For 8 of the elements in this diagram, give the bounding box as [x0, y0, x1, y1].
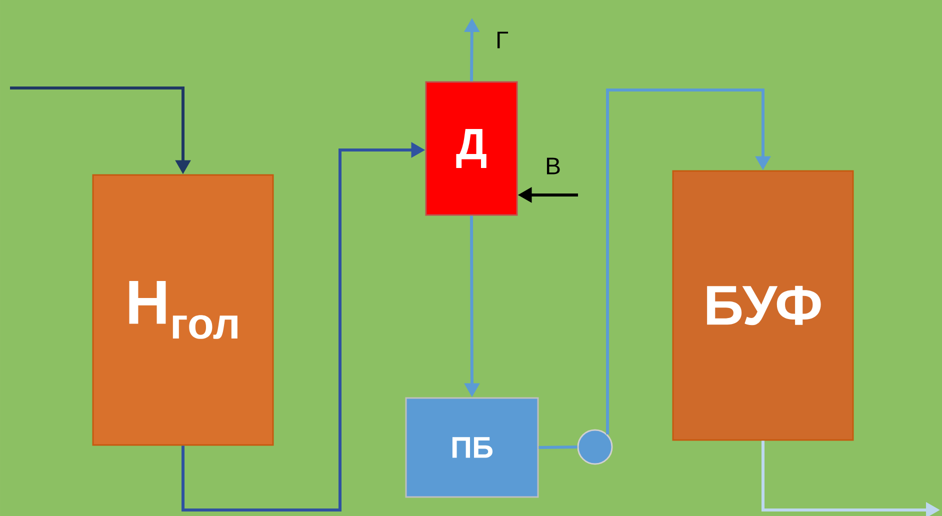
tank-box: БУФ: [672, 170, 854, 441]
edge-label: В: [544, 156, 562, 176]
edge-label: Г: [494, 30, 510, 50]
tank-box: Н$_{гол}$: [92, 174, 274, 446]
unit-box: Д: [425, 81, 518, 216]
unit-box: ПБ: [405, 397, 539, 498]
pump-circle: [577, 429, 613, 465]
arrow: [606, 88, 771, 434]
